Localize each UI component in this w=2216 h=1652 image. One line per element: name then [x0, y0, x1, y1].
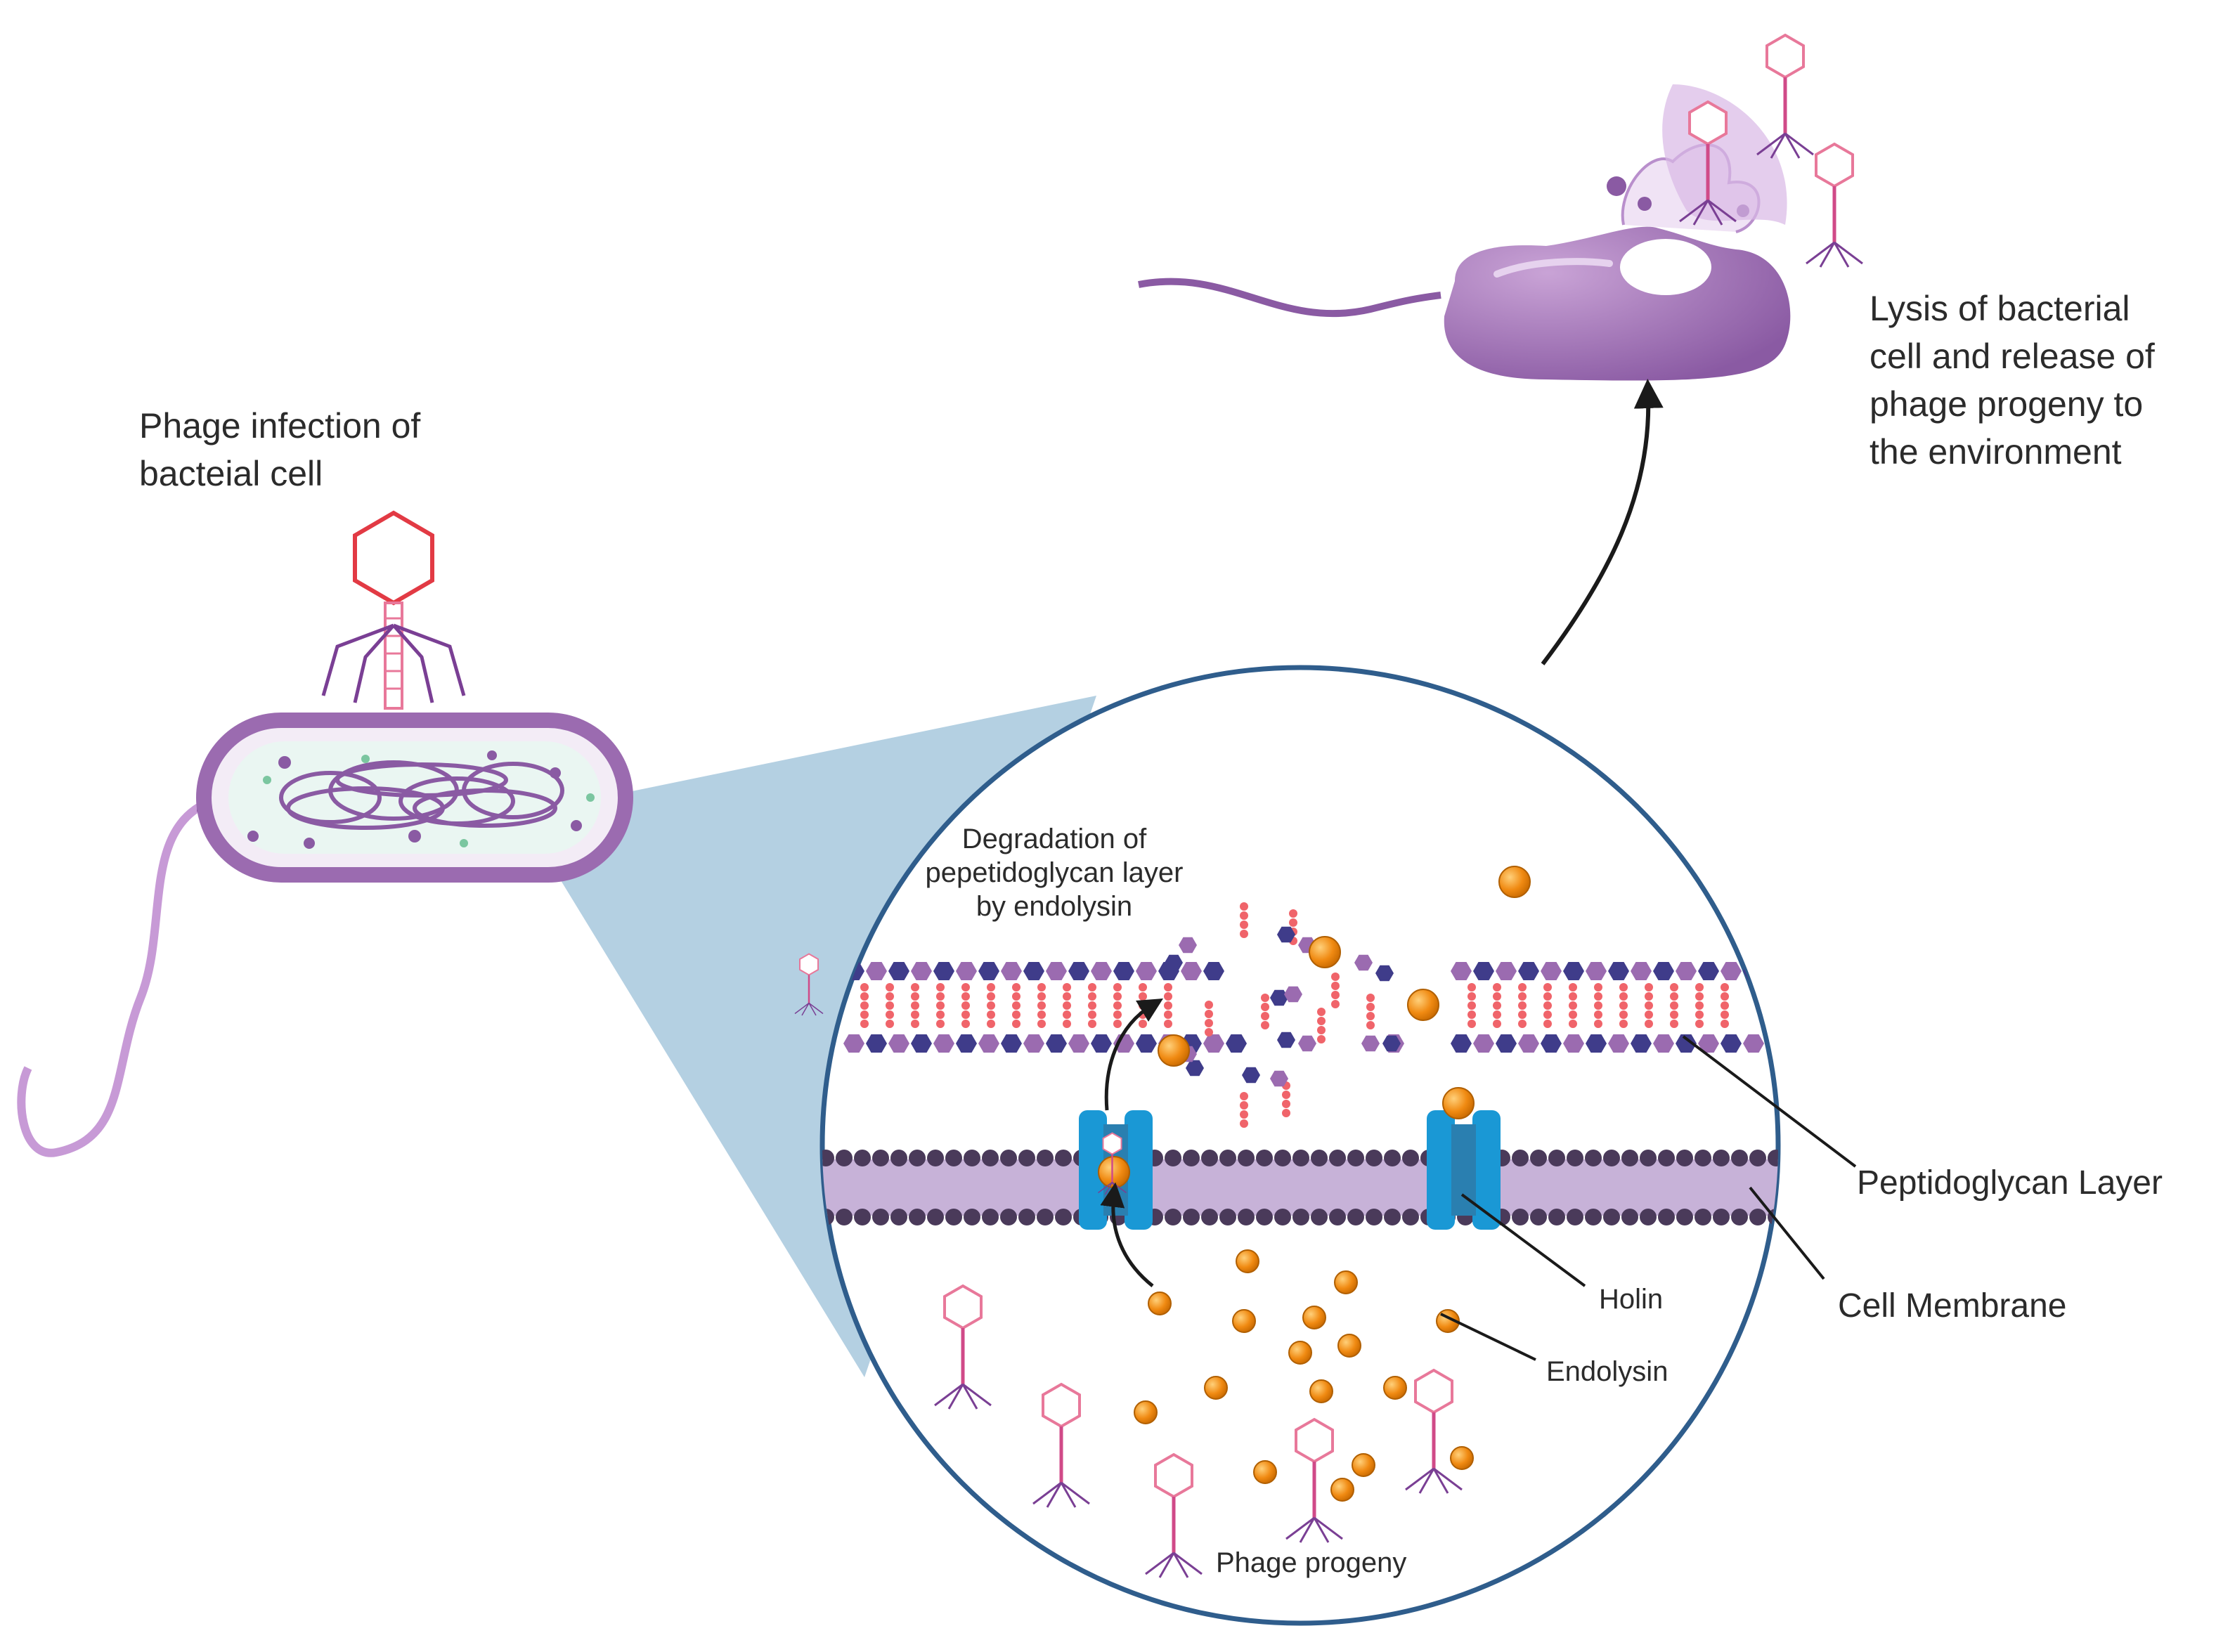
infection-label-line: bacteial cell [139, 454, 323, 493]
infection-label: Phage infection of bacteial cell [139, 402, 420, 497]
holin-channel-icon [1427, 1110, 1501, 1230]
endolysin-icon [1098, 866, 1531, 1502]
arrow-icon [1541, 379, 1664, 665]
bacterium-icon [17, 713, 633, 1157]
endolysin-dot [1253, 1460, 1277, 1484]
phage-progeny-label: Phage progeny [1216, 1547, 1407, 1578]
endolysin-dot [1407, 989, 1439, 1021]
endolysin-dot [1498, 866, 1531, 898]
endolysin-dot [1134, 1400, 1158, 1424]
lysis-label-line: phage progeny to [1870, 384, 2144, 424]
lysis-label-line: Lysis of bacterial [1870, 289, 2130, 328]
lysis-label-line: the environment [1870, 432, 2122, 471]
degradation-label: Degradation of pepetidoglycan layer by e… [921, 822, 1188, 923]
degradation-label-line: Degradation of [961, 824, 1147, 854]
endolysin-dot [1352, 1453, 1375, 1477]
cell-membrane [822, 1150, 1778, 1225]
endolysin-dot [1288, 1341, 1312, 1365]
endolysin-label: Endolysin [1546, 1356, 1669, 1387]
endolysin-dot [1330, 1478, 1354, 1502]
endolysin-dot [1309, 1379, 1333, 1403]
lysis-label: Lysis of bacterial cell and release of p… [1870, 285, 2155, 476]
zoom-circle [819, 665, 1781, 1626]
holin-label: Holin [1599, 1284, 1664, 1315]
endolysin-dot [1309, 936, 1341, 968]
lysis-label-line: cell and release of [1870, 337, 2155, 376]
phage-icon [321, 510, 466, 710]
peptidoglycan-layer [843, 902, 1764, 1128]
endolysin-dot [1236, 1249, 1259, 1273]
endolysin-dot [1098, 1156, 1130, 1188]
arrow-icon [1100, 1182, 1154, 1287]
endolysin-dot [1442, 1087, 1475, 1119]
infection-label-line: Phage infection of [139, 406, 421, 445]
degradation-label-line: pepetidoglycan layer [925, 857, 1184, 888]
endolysin-dot [1232, 1309, 1256, 1333]
arrow-icon [1104, 998, 1163, 1111]
leader-lines [1440, 1035, 1857, 1361]
endolysin-dot [1450, 1446, 1474, 1470]
endolysin-dot [1302, 1306, 1326, 1329]
endolysin-dot [1158, 1034, 1190, 1067]
cell-membrane-label: Cell Membrane [1838, 1287, 2067, 1325]
endolysin-dot [1148, 1292, 1172, 1315]
endolysin-dot [1334, 1270, 1358, 1294]
peptidoglycan-label: Peptidoglycan Layer [1857, 1164, 2163, 1202]
degradation-label-line: by endolysin [976, 891, 1133, 922]
endolysin-dot [1204, 1376, 1228, 1400]
endolysin-dot [1337, 1334, 1361, 1358]
endolysin-dot [1383, 1376, 1407, 1400]
